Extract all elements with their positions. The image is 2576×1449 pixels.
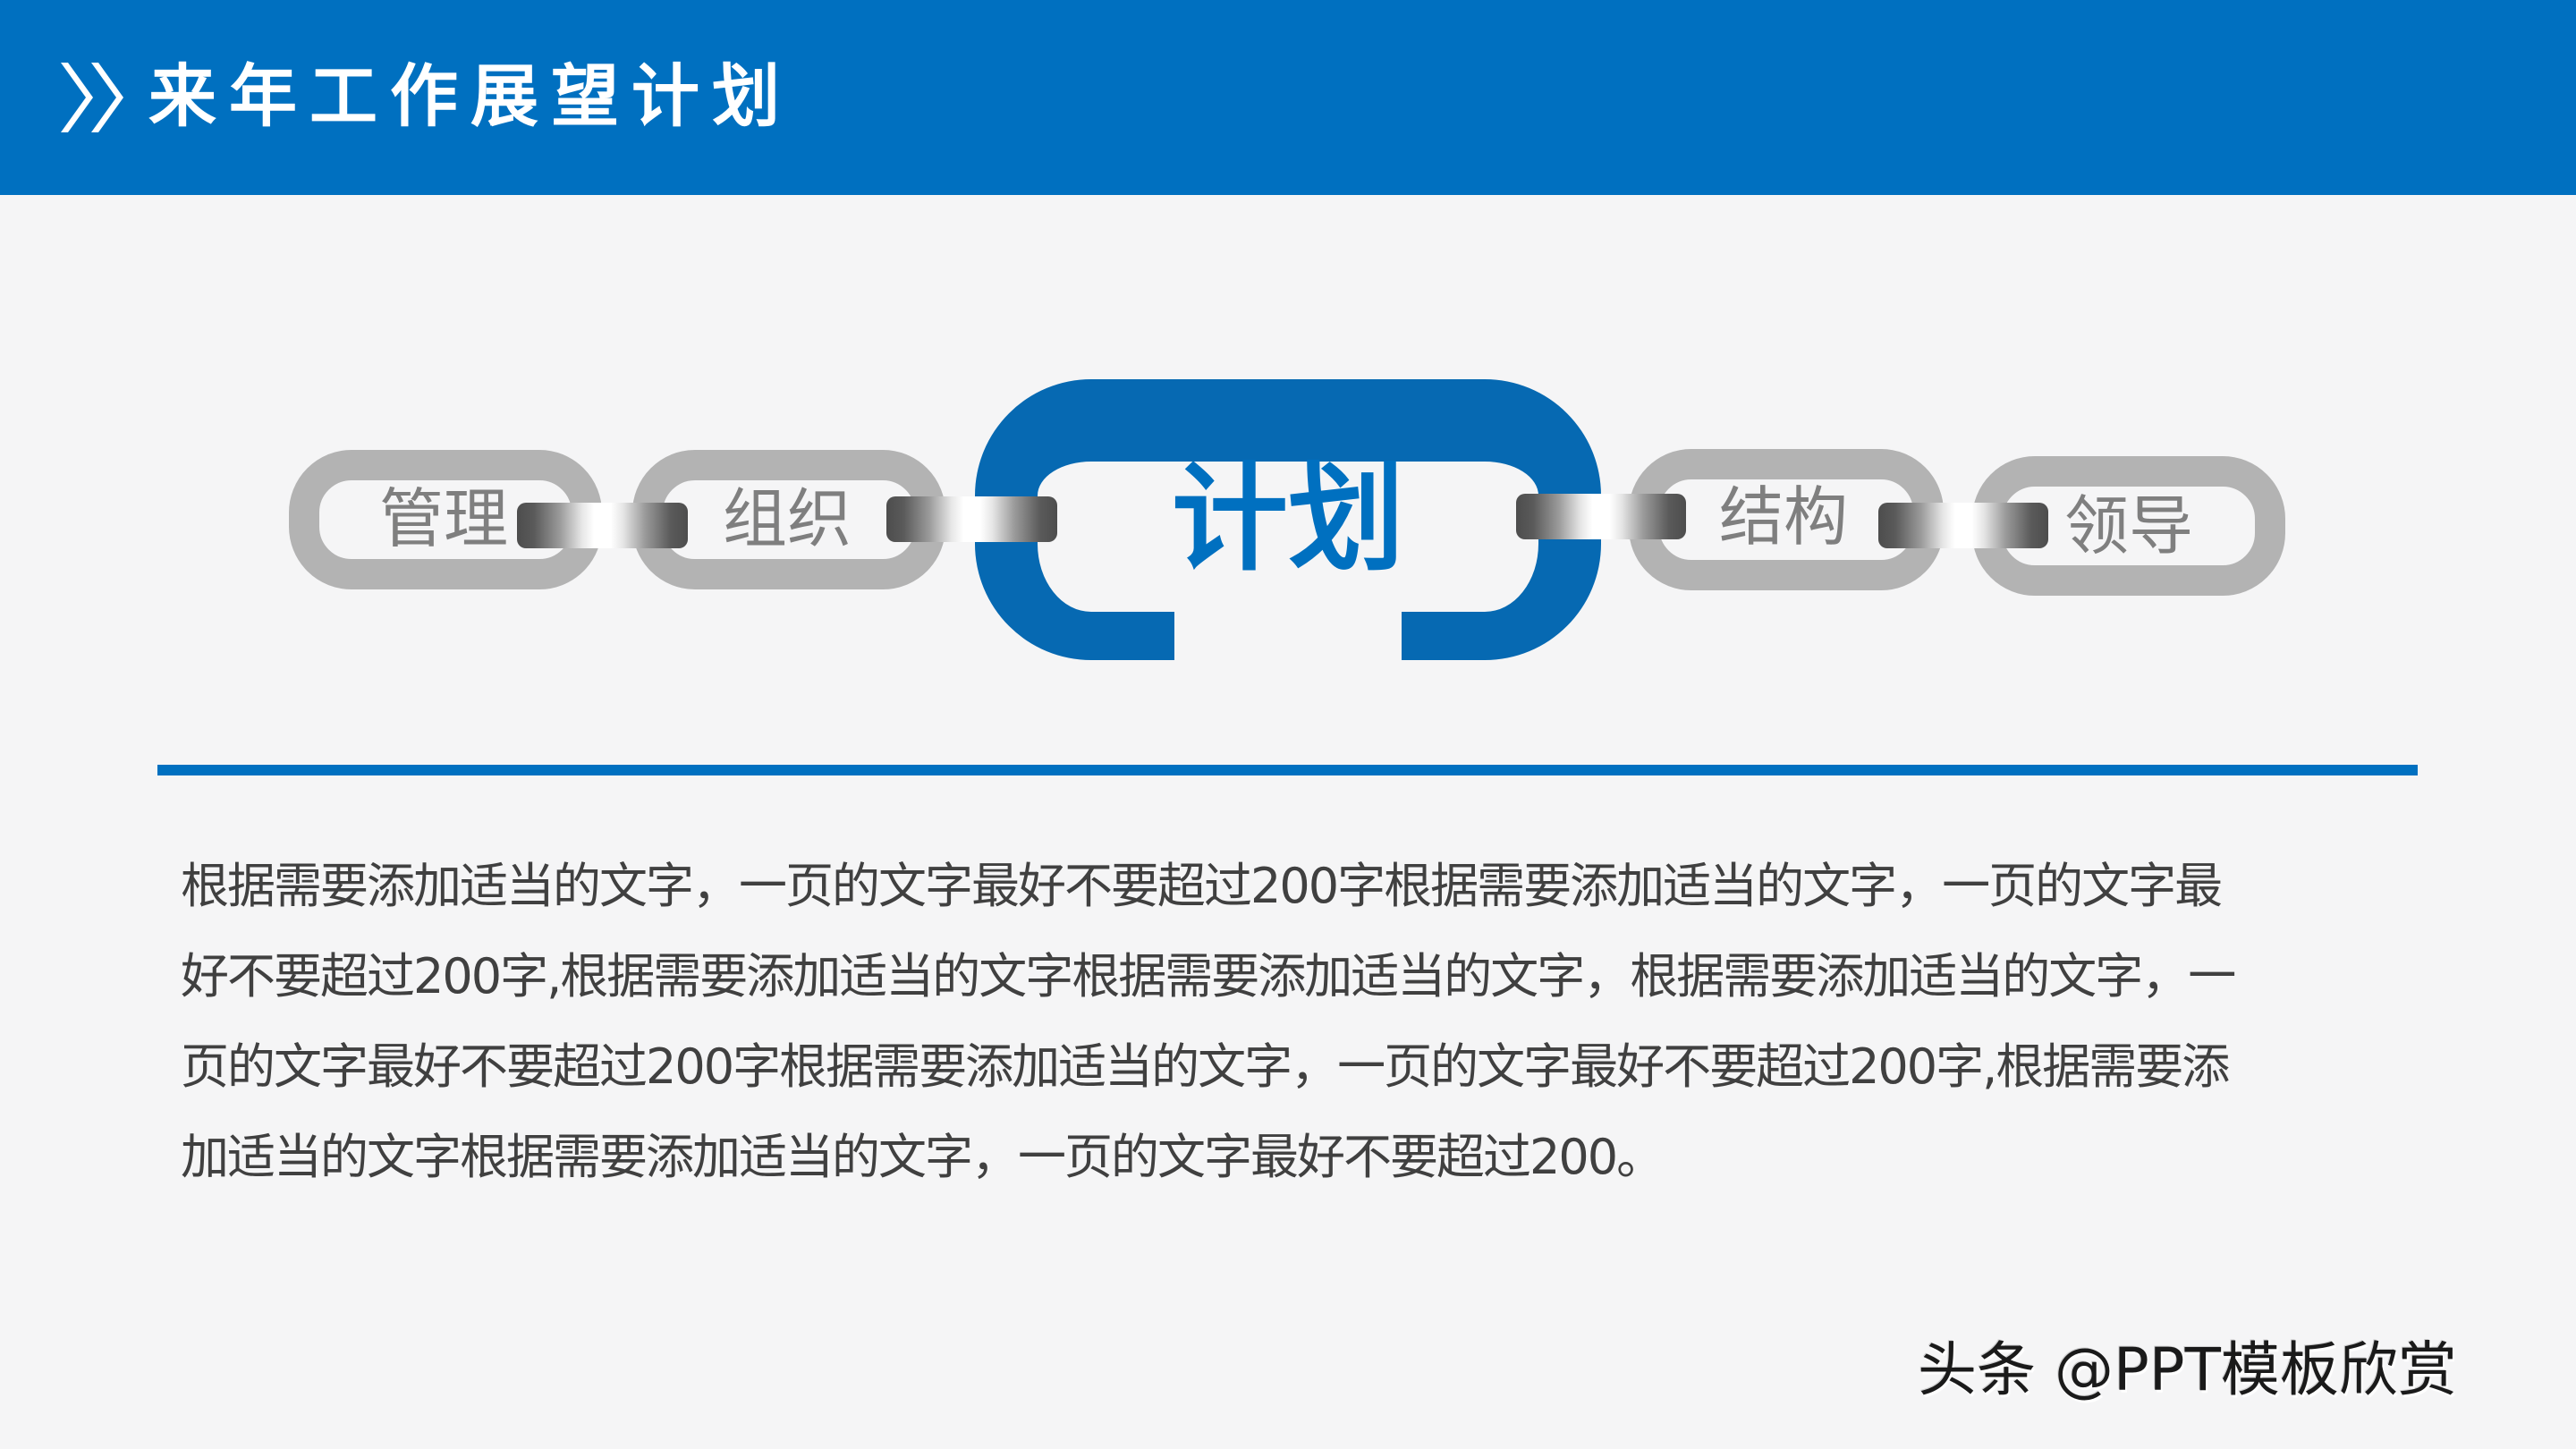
double-chevron-right-icon <box>61 63 123 132</box>
body-line: 根据需要添加适当的文字，一页的文字最好不要超过200字根据需要添加适当的文字，一… <box>181 858 2223 914</box>
chain-connector <box>886 496 1057 542</box>
chain-connector <box>1516 494 1686 539</box>
header-bar: 来年工作展望计划 <box>0 0 2576 195</box>
center-link-gap <box>1174 608 1402 664</box>
section-divider <box>157 765 2418 775</box>
watermark: 头条 @PPT模板欣赏 <box>1918 1335 2457 1404</box>
chain-connector <box>1878 503 2048 548</box>
body-paragraph: 根据需要添加适当的文字，一页的文字最好不要超过200字根据需要添加适当的文字，一… <box>181 841 2408 1202</box>
chain-connector <box>517 503 688 548</box>
chain-link-label: 领导 <box>2064 488 2194 564</box>
chain-link-structure <box>1629 449 1944 590</box>
chain-link-label: 结构 <box>1719 479 1849 555</box>
body-line: 加适当的文字根据需要添加适当的文字，一页的文字最好不要超过200。 <box>181 1129 1665 1185</box>
page-title: 来年工作展望计划 <box>148 56 792 136</box>
center-link-label: 计划 <box>1172 451 1405 587</box>
chain-link-label: 组织 <box>723 481 852 556</box>
chain-link-label: 管理 <box>379 481 509 556</box>
body-line: 页的文字最好不要超过200字根据需要添加适当的文字，一页的文字最好不要超过200… <box>181 1038 2230 1095</box>
body-line: 好不要超过200字,根据需要添加适当的文字根据需要添加适当的文字，根据需要添加适… <box>181 948 2236 1004</box>
